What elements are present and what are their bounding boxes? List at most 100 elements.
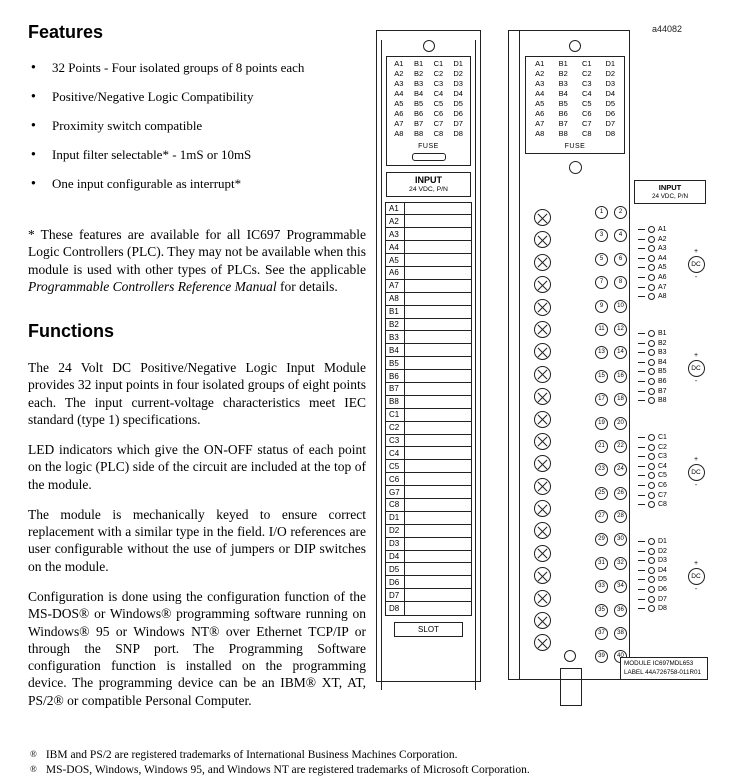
wiring-point: B8 [638,397,706,405]
terminal-row: B2 [386,318,471,332]
fuse-holder-icon [411,152,446,161]
led-point-label: D8 [605,129,616,138]
led-point-label: C6 [433,109,444,118]
terminal-label: B2 [386,318,405,331]
wiring-point: A1 [638,226,706,233]
point-label: B6 [658,377,667,385]
keying-hole-icon [564,650,576,662]
led-point-label: B3 [558,79,568,88]
terminal-row: B3 [386,331,471,345]
terminal-label: C2 [386,421,405,434]
terminal-label: B3 [386,331,405,344]
point-dot-icon [648,397,655,405]
wiring-point: A5 [638,264,706,272]
terminal-label: D5 [386,563,405,576]
terminal-row: D7 [386,589,471,603]
point-label: A5 [658,264,667,272]
terminal-number: 7 [595,276,608,290]
led-point-label: C4 [433,89,444,98]
wiring-point: C4 [638,462,706,470]
terminal-strip: A1 A2 A3 A4 A5 A6 A7 [385,201,472,616]
led-point-label: B8 [558,129,568,138]
led-point-label: A7 [535,119,545,128]
point-label: C3 [658,453,667,461]
terminal-cell [405,551,471,563]
terminal-row: A6 [386,266,471,280]
terminal-cell [405,331,471,343]
screw-terminal-icon [534,455,551,473]
led-point-label: D5 [453,99,463,108]
wire-line [638,333,645,334]
led-point-label: C8 [581,129,592,138]
terminal-cell [405,447,471,459]
input-rating: 24 VDC, P/N [409,185,448,193]
wiring-group-c: C1 C2 C3 C4 [634,434,706,534]
terminal-row: C4 [386,447,471,461]
feature-item: 32 Points - Four isolated groups of 8 po… [28,60,366,76]
point-dot-icon [648,566,655,574]
point-label: A3 [658,245,667,253]
point-dot-icon [648,501,655,509]
feature-item: Input filter selectable* - 1mS or 10mS [28,147,366,163]
terminal-cell [405,512,471,524]
point-dot-icon [648,547,655,555]
terminal-number: 39 [595,650,608,664]
terminal-label: D7 [386,589,405,602]
terminal-row: D2 [386,524,471,538]
footnote-text: * These features are available for all I… [28,227,366,277]
trademark-line: ®IBM and PS/2 are registered trademarks … [30,749,530,761]
polarity-minus: - [694,274,698,281]
terminal-label: B5 [386,357,405,370]
screw-terminal-icon [534,432,551,450]
screw-terminal-icon [534,477,551,495]
group-points: B1 B2 B3 B4 [638,330,706,405]
terminal-number: 5 [595,252,608,266]
terminal-row: A2 [386,215,471,229]
terminal-number: 37 [595,627,608,641]
screw-terminal-icon [534,343,551,361]
point-label: D8 [658,605,667,613]
dc-source-icon: DC [687,568,705,585]
wiring-point: C3 [638,453,706,461]
terminal-cell [405,538,471,550]
dc-source: + DC - [686,248,706,281]
point-dot-icon [648,226,655,233]
point-label: C1 [658,434,667,441]
screw-terminal-icon [534,320,551,338]
wiring-point: D7 [638,595,706,603]
point-dot-icon [648,245,655,253]
terminal-cell [405,228,471,240]
wiring-point: C6 [638,481,706,489]
polarity-plus: + [693,456,699,463]
functions-paragraphs: The 24 Volt DC Positive/Negative Logic I… [28,359,366,709]
wire-line [638,465,645,467]
led-point-label: D4 [605,89,616,98]
led-point-label: C1 [581,59,592,68]
wiring-groups: A1 A2 A3 A4 [634,226,706,638]
terminal-number: 31 [595,556,608,570]
wire-line [638,569,645,571]
wire-line [638,257,645,259]
led-point-label: B3 [414,79,424,88]
functions-paragraph: LED indicators which give the ON-OFF sta… [28,442,366,492]
terminal-row: A4 [386,241,471,255]
wire-line [638,238,645,240]
terminal-cell [405,460,471,472]
terminal-label: D8 [386,602,405,615]
led-point-label: C2 [581,69,592,78]
module-type-label: INPUT 24 VDC, P/N [634,180,706,204]
terminal-row: C6 [386,473,471,487]
point-dot-icon [648,605,655,613]
point-label: D4 [658,566,667,574]
point-label: B1 [658,330,667,337]
terminal-number: 20 [614,416,627,430]
terminal-screw-column [534,209,551,652]
wire-line [638,560,645,562]
fuse-label: FUSE [564,142,586,150]
screw-terminal-icon [534,231,551,249]
point-label: D6 [658,585,667,593]
led-point-label: D2 [453,69,463,78]
